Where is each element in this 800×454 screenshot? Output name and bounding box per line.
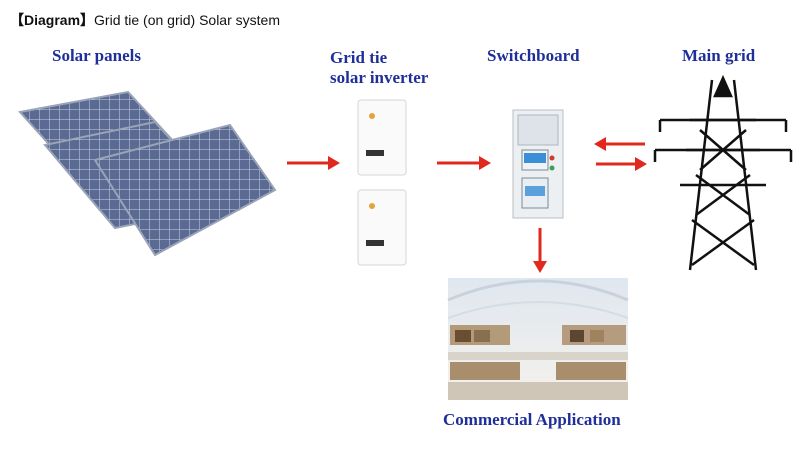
arrow-panels-to-inverter <box>287 156 340 170</box>
inverters-illustration <box>357 99 407 266</box>
inverter-unit-bottom <box>357 189 407 266</box>
label-switchboard: Switchboard <box>487 46 580 65</box>
diagram-title: Grid tie (on grid) Solar system <box>94 12 280 28</box>
arrow-switchboard-to-grid <box>596 157 647 171</box>
label-inverter-line1: Grid tie <box>330 48 388 67</box>
diagram-header: 【Diagram】Grid tie (on grid) Solar system <box>10 10 280 30</box>
solar-panel-front <box>93 123 277 257</box>
transmission-tower-illustration <box>653 74 793 271</box>
solar-panels-illustration <box>18 90 277 257</box>
label-inverter: Grid tie solar inverter <box>330 48 428 88</box>
arrow-inverter-to-switchboard <box>437 156 491 170</box>
arrow-grid-to-switchboard <box>594 137 645 151</box>
switchboard-illustration <box>512 109 564 219</box>
label-inverter-line2: solar inverter <box>330 68 429 87</box>
label-main-grid: Main grid <box>682 46 756 65</box>
label-solar-panels: Solar panels <box>52 46 141 65</box>
arrow-switchboard-to-commercial <box>533 228 547 273</box>
label-commercial: Commercial Application <box>443 410 621 429</box>
flow-arrows <box>287 137 647 273</box>
commercial-mall-illustration <box>447 278 629 400</box>
diagram-tag: 【Diagram】 <box>10 12 95 28</box>
inverter-unit-top <box>357 99 407 176</box>
